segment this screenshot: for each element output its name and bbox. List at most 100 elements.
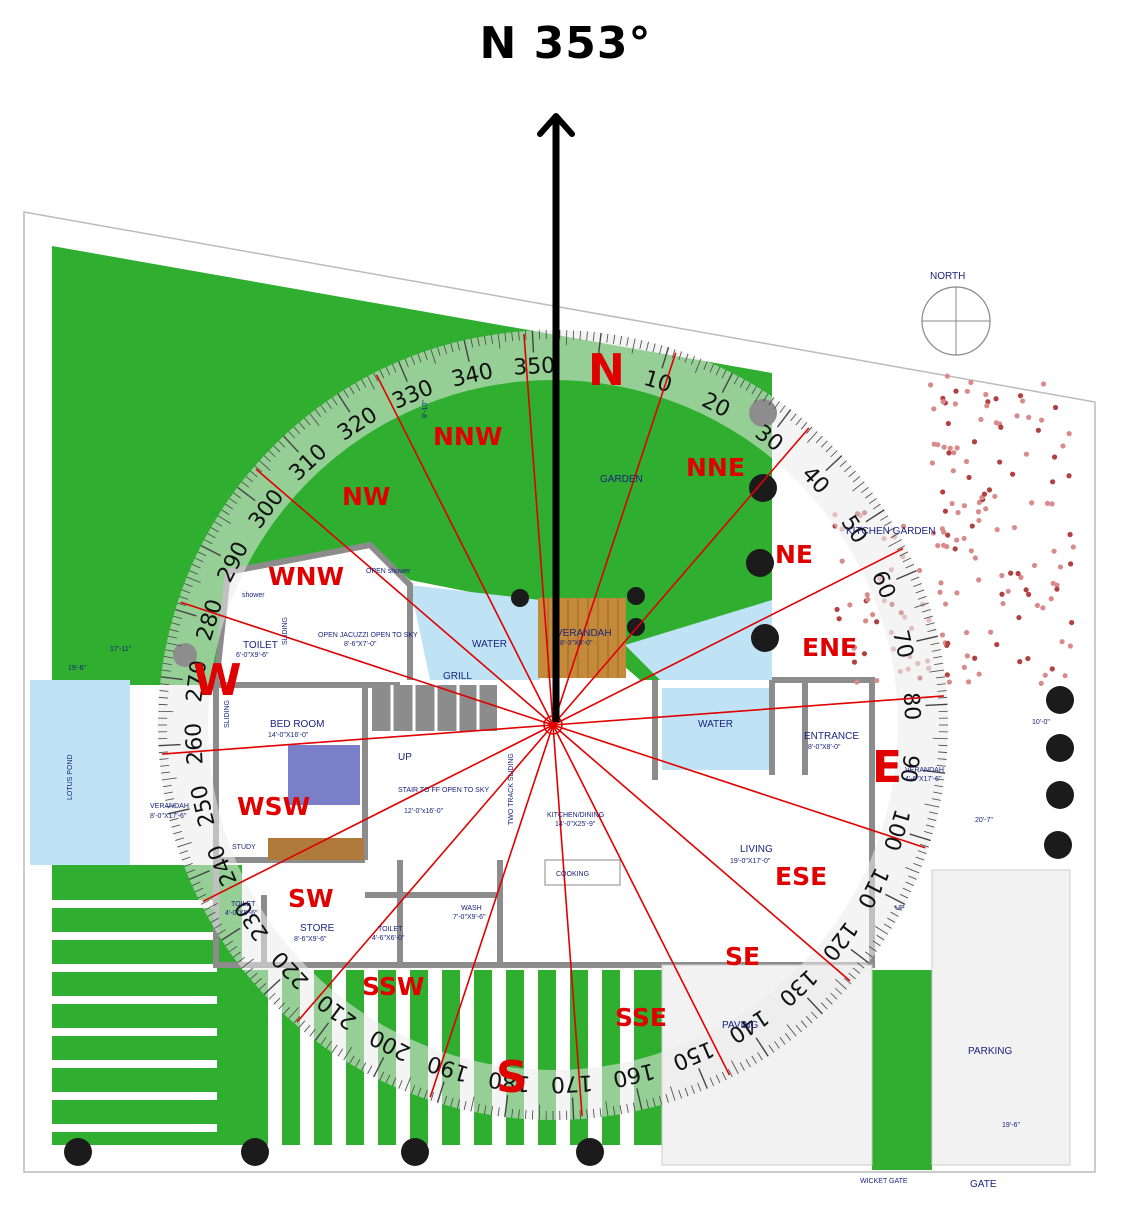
degree-tick	[268, 450, 276, 458]
degree-tick	[661, 347, 670, 369]
flower-dot	[1016, 614, 1022, 621]
degree-tick	[890, 911, 899, 917]
degree-label: 170	[550, 1069, 593, 1096]
zone-label-ssw: SSW	[362, 972, 424, 1001]
degree-tick	[337, 1048, 344, 1057]
degree-tick	[241, 481, 250, 488]
degree-tick	[191, 881, 201, 887]
kitchen-garden-label: KITCHEN GARDEN	[846, 526, 935, 537]
degree-tick	[933, 656, 943, 659]
degree-tick	[163, 656, 173, 659]
degree-tick	[229, 498, 238, 504]
degree-tick	[168, 635, 177, 639]
zone-boundary-line	[552, 352, 677, 726]
flower-dot	[947, 445, 953, 451]
degree-tick	[820, 440, 828, 448]
flower-dot	[1059, 639, 1065, 645]
degree-tick	[470, 1096, 475, 1112]
dimension-1: 17'-11"	[110, 646, 132, 653]
degree-tick	[890, 533, 899, 539]
entrance-dim: 8'-0"X8'-0"	[808, 744, 841, 751]
degree-tick	[166, 804, 176, 808]
flower-dot	[1057, 564, 1064, 570]
lotus-pond	[30, 680, 130, 865]
zone-label-ene: ENE	[802, 633, 857, 662]
degree-tick	[754, 389, 763, 403]
degree-tick	[443, 345, 447, 355]
flower-dot	[929, 460, 936, 466]
degree-tick	[852, 481, 865, 492]
degree-tick	[477, 337, 480, 347]
zone-boundary-line	[552, 724, 851, 982]
degree-tick	[896, 545, 906, 551]
flower-dot	[1048, 596, 1054, 602]
degree-tick	[698, 1068, 708, 1089]
degree-tick	[599, 1108, 602, 1118]
degree-tick	[697, 1082, 702, 1092]
degree-tick	[800, 1020, 808, 1028]
degree-tick	[844, 465, 852, 473]
flower-dot	[1049, 666, 1055, 672]
flower-dot	[863, 618, 869, 624]
degree-tick	[169, 817, 179, 821]
flower-dot	[900, 523, 907, 529]
flower-dot	[1060, 443, 1066, 449]
flower-dot	[1009, 471, 1016, 477]
degree-tick	[586, 331, 588, 341]
degree-tick	[194, 887, 204, 893]
flower-dot	[864, 592, 870, 598]
flower-dot	[993, 420, 1000, 426]
zone-label-ne: NE	[775, 540, 813, 569]
degree-tick	[237, 486, 256, 502]
degree-tick	[490, 1106, 494, 1116]
flower-dot	[939, 632, 946, 638]
degree-tick	[626, 1103, 629, 1113]
degree-tick	[225, 503, 234, 510]
zone-boundary-line	[429, 724, 554, 1098]
flower-dot	[994, 527, 1000, 533]
degree-tick	[443, 1095, 447, 1105]
degree-tick	[184, 862, 193, 867]
degree-tick	[288, 431, 296, 439]
degree-tick	[779, 1037, 786, 1045]
kitchen-counter	[544, 859, 621, 886]
degree-tick	[237, 956, 245, 964]
degree-tick	[923, 615, 933, 619]
flower-dot	[870, 611, 876, 618]
flower-dot	[972, 655, 978, 661]
degree-tick	[484, 1105, 487, 1115]
degree-tick	[844, 977, 852, 985]
degree-tick	[207, 911, 216, 917]
degree-tick	[936, 676, 946, 679]
degree-tick	[905, 881, 915, 887]
degree-tick	[684, 1087, 689, 1097]
degree-tick	[167, 808, 190, 815]
jacuzzi-dim: 8'-6"X7'-0"	[344, 641, 377, 648]
flower-dot	[993, 396, 999, 402]
flower-dot	[971, 439, 978, 445]
degree-tick	[721, 369, 727, 379]
degree-tick	[245, 967, 254, 974]
degree-tick	[538, 1104, 541, 1120]
degree-tick	[929, 811, 938, 815]
wicket-gate-label: WICKET GATE	[860, 1178, 908, 1185]
flower-dot	[874, 619, 880, 625]
flower-dot	[964, 653, 970, 659]
degree-tick	[905, 563, 915, 569]
degree-tick	[171, 622, 181, 626]
degree-tick	[263, 978, 281, 995]
stair-treads	[390, 685, 480, 731]
degree-label: 180	[487, 1066, 532, 1096]
degree-tick	[186, 576, 201, 584]
degree-tick	[896, 570, 917, 580]
toilet-1-dim: 6'-0"X9'-6"	[236, 652, 269, 659]
flower-dot	[969, 523, 975, 529]
compass-ring: 1020304050607080901001101201301401501601…	[158, 330, 948, 1120]
degree-tick	[934, 784, 944, 788]
degree-tick	[175, 608, 197, 617]
degree-tick	[774, 401, 780, 410]
degree-tick	[745, 1059, 751, 1068]
degree-tick	[916, 635, 939, 642]
flower-dot	[1014, 413, 1020, 419]
flower-dot	[946, 679, 952, 685]
